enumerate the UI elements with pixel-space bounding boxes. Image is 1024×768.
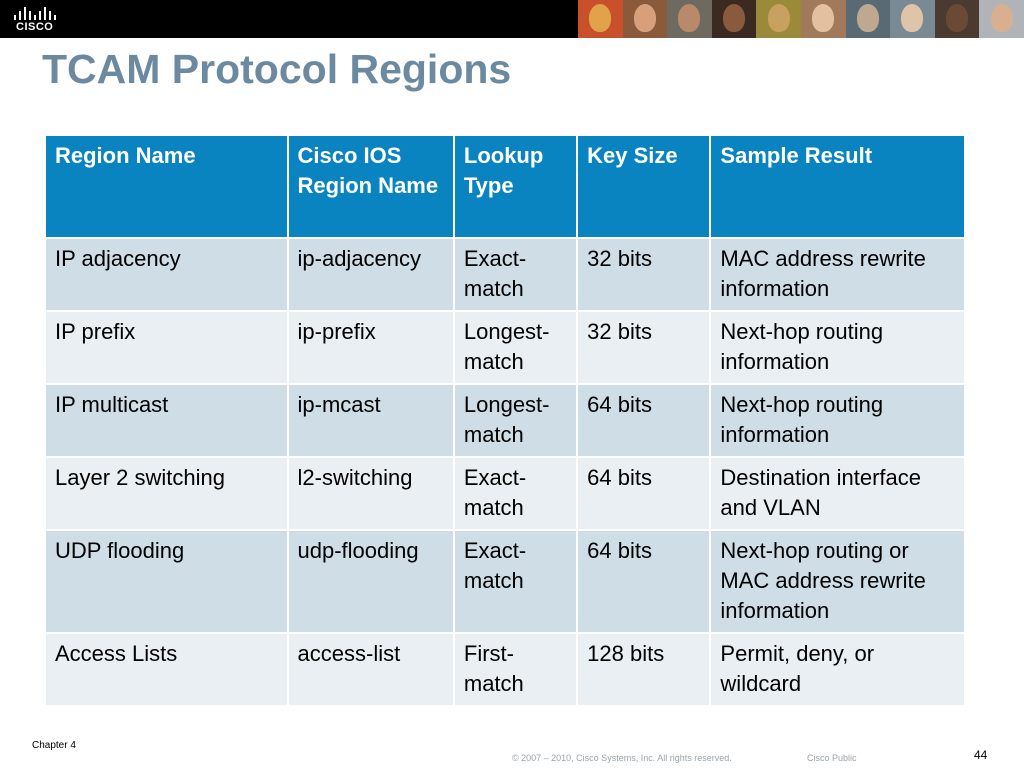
cisco-logo: CISCO: [14, 6, 58, 34]
column-header-sample-result: Sample Result: [711, 136, 964, 237]
cell-sample-result: Next-hop routing information: [711, 385, 964, 456]
cell-sample-result: Next-hop routing information: [711, 312, 964, 383]
cisco-logo-bars-icon: [14, 6, 58, 20]
cisco-logo-text: CISCO: [16, 21, 54, 33]
cell-lookup-type: First-match: [454, 634, 577, 705]
cell-sample-result: Next-hop routing or MAC address rewrite …: [711, 531, 964, 632]
cell-lookup-type: Exact-match: [454, 458, 577, 529]
top-banner: CISCO: [0, 0, 1024, 38]
cell-region-name: Access Lists: [46, 634, 287, 705]
cell-region-name: Layer 2 switching: [46, 458, 287, 529]
cell-region-name: IP adjacency: [46, 239, 287, 310]
banner-photo: [800, 0, 846, 38]
table-header-row: Region Name Cisco IOS Region Name Lookup…: [46, 136, 964, 237]
table-row: UDP flooding udp-flooding Exact-match 64…: [46, 531, 964, 632]
column-header-region-name: Region Name: [46, 136, 287, 237]
cell-lookup-type: Exact-match: [454, 531, 577, 632]
cell-key-size: 64 bits: [578, 385, 710, 456]
footer-copyright: © 2007 – 2010, Cisco Systems, Inc. All r…: [512, 753, 732, 763]
column-header-lookup-type: Lookup Type: [454, 136, 577, 237]
cell-ios-region-name: l2-switching: [288, 458, 453, 529]
cell-lookup-type: Longest-match: [454, 312, 577, 383]
cell-region-name: IP prefix: [46, 312, 287, 383]
cell-key-size: 128 bits: [578, 634, 710, 705]
table-row: Access Lists access-list First-match 128…: [46, 634, 964, 705]
cell-lookup-type: Longest-match: [454, 385, 577, 456]
cell-ios-region-name: access-list: [288, 634, 453, 705]
banner-photo: [711, 0, 757, 38]
column-header-key-size: Key Size: [578, 136, 710, 237]
table-row: IP multicast ip-mcast Longest-match 64 b…: [46, 385, 964, 456]
slide-title: TCAM Protocol Regions: [42, 46, 512, 92]
cell-sample-result: Destination interface and VLAN: [711, 458, 964, 529]
banner-photo: [845, 0, 891, 38]
cell-lookup-type: Exact-match: [454, 239, 577, 310]
cell-sample-result: Permit, deny, or wildcard: [711, 634, 964, 705]
banner-photo: [667, 0, 712, 38]
footer-classification: Cisco Public: [807, 753, 857, 763]
cell-key-size: 32 bits: [578, 312, 710, 383]
banner-photo: [622, 0, 668, 38]
cell-ios-region-name: udp-flooding: [288, 531, 453, 632]
table-row: IP prefix ip-prefix Longest-match 32 bit…: [46, 312, 964, 383]
cell-ios-region-name: ip-prefix: [288, 312, 453, 383]
table-row: IP adjacency ip-adjacency Exact-match 32…: [46, 239, 964, 310]
cell-key-size: 64 bits: [578, 531, 710, 632]
cell-ios-region-name: ip-mcast: [288, 385, 453, 456]
cell-sample-result: MAC address rewrite information: [711, 239, 964, 310]
page-number: 44: [974, 748, 988, 762]
cell-key-size: 32 bits: [578, 239, 710, 310]
banner-photo: [979, 0, 1024, 38]
banner-photo: [890, 0, 935, 38]
cell-ios-region-name: ip-adjacency: [288, 239, 453, 310]
banner-photo: [934, 0, 980, 38]
cell-region-name: UDP flooding: [46, 531, 287, 632]
cell-region-name: IP multicast: [46, 385, 287, 456]
banner-photo: [578, 0, 623, 38]
banner-photo-strip: [578, 0, 1024, 38]
column-header-ios-region-name: Cisco IOS Region Name: [288, 136, 453, 237]
footer-chapter: Chapter 4: [32, 740, 76, 751]
cell-key-size: 64 bits: [578, 458, 710, 529]
banner-photo: [756, 0, 801, 38]
table-row: Layer 2 switching l2-switching Exact-mat…: [46, 458, 964, 529]
tcam-regions-table: Region Name Cisco IOS Region Name Lookup…: [44, 134, 966, 707]
